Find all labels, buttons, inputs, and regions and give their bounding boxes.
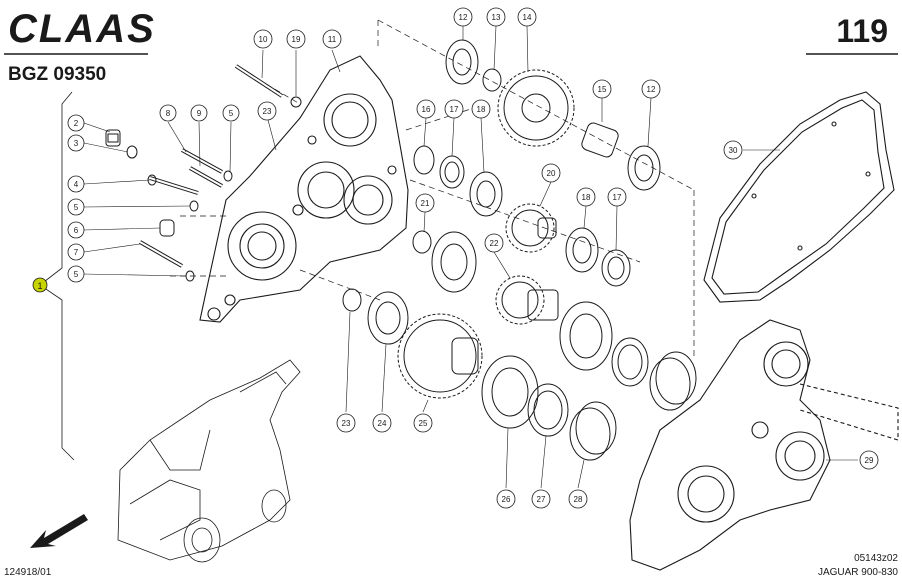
callout-5c-label: 5 — [229, 109, 234, 118]
callout-12a[interactable] — [453, 7, 473, 27]
footer-drawing-code: 05143z02 — [854, 553, 898, 564]
callout-11-label: 11 — [328, 35, 337, 44]
callout-21-label: 21 — [421, 199, 430, 208]
callout-15[interactable] — [592, 79, 612, 99]
callout-7[interactable] — [67, 243, 85, 261]
callout-25-label: 25 — [419, 419, 428, 428]
callout-23a-label: 23 — [263, 107, 272, 116]
footer: 124918/01 05143z02 JAGUAR 900-830 — [4, 553, 898, 578]
callout-15-label: 15 — [598, 85, 607, 94]
callout-5a[interactable] — [67, 198, 85, 216]
callout-30[interactable] — [723, 140, 743, 160]
callout-23a[interactable] — [257, 101, 277, 121]
callout-1-label: 1 — [37, 281, 42, 291]
callout-22[interactable] — [484, 233, 504, 253]
callout-23b-label: 23 — [342, 419, 351, 428]
left-fasteners — [105, 64, 302, 282]
callout-11[interactable] — [322, 29, 342, 49]
callout-5a-label: 5 — [74, 203, 79, 212]
callout-19-label: 19 — [292, 35, 301, 44]
gearbox-housing-left — [199, 55, 409, 323]
callout-18a[interactable] — [471, 99, 491, 119]
callout-8-label: 8 — [166, 109, 171, 118]
footer-doc-id: 124918/01 — [4, 567, 52, 578]
callout-18b[interactable] — [576, 187, 596, 207]
footer-model: JAGUAR 900-830 — [818, 567, 898, 578]
callout-29-label: 29 — [865, 456, 874, 465]
callout-10[interactable] — [253, 29, 273, 49]
callout-2-label: 2 — [74, 119, 79, 128]
callout-5b[interactable] — [67, 265, 85, 283]
callout-13[interactable] — [486, 7, 506, 27]
callout-21[interactable] — [415, 193, 435, 213]
callout-3-label: 3 — [74, 139, 79, 148]
leader-lines — [83, 25, 858, 489]
callout-5c[interactable] — [222, 104, 240, 122]
group-code: BGZ 09350 — [8, 64, 106, 85]
direction-arrow — [30, 514, 88, 548]
callout-18a-label: 18 — [477, 105, 486, 114]
callout-28[interactable] — [568, 489, 588, 509]
callout-16-label: 16 — [422, 105, 431, 114]
callout-4[interactable] — [67, 175, 85, 193]
callout-17b[interactable] — [607, 187, 627, 207]
callout-6-label: 6 — [74, 226, 79, 235]
callout-13-label: 13 — [492, 13, 501, 22]
cover-gasket — [703, 91, 895, 303]
callout-12a-label: 12 — [459, 13, 468, 22]
callout-26-label: 26 — [502, 495, 511, 504]
callout-9-label: 9 — [197, 109, 202, 118]
callout-27-label: 27 — [537, 495, 546, 504]
gear-train — [342, 39, 697, 461]
callout-30-label: 30 — [729, 146, 738, 155]
callout-10-label: 10 — [259, 35, 268, 44]
callout-27[interactable] — [531, 489, 551, 509]
callout-22-label: 22 — [490, 239, 499, 248]
callout-17a[interactable] — [444, 99, 464, 119]
callout-14[interactable] — [517, 7, 537, 27]
callout-20-label: 20 — [547, 169, 556, 178]
header: CLAAS BGZ 09350 119 — [4, 7, 898, 85]
callout-12b[interactable] — [641, 79, 661, 99]
callout-23b[interactable] — [336, 413, 356, 433]
brand-logo: CLAAS — [8, 7, 156, 51]
callout-6[interactable] — [67, 221, 85, 239]
assembly-axes — [170, 19, 695, 360]
callouts: 1 2 3 4 5 6 7 5 8 9 5 10 19 11 23 12 13 … — [32, 7, 879, 509]
harvester-sketch — [117, 359, 301, 563]
callout-4-label: 4 — [74, 180, 79, 189]
callout-18b-label: 18 — [582, 193, 591, 202]
callout-1[interactable] — [32, 277, 48, 293]
callout-8[interactable] — [159, 104, 177, 122]
callout-12b-label: 12 — [647, 85, 656, 94]
callout-28-label: 28 — [574, 495, 583, 504]
gearbox-housing-right — [629, 319, 899, 571]
callout-20[interactable] — [541, 163, 561, 183]
callout-7-label: 7 — [74, 248, 79, 257]
callout-16[interactable] — [416, 99, 436, 119]
callout-24[interactable] — [372, 413, 392, 433]
callout-25[interactable] — [413, 413, 433, 433]
callout-26[interactable] — [496, 489, 516, 509]
callout-17a-label: 17 — [450, 105, 459, 114]
callout-3[interactable] — [67, 134, 85, 152]
callout-17b-label: 17 — [613, 193, 622, 202]
page-number: 119 — [836, 13, 888, 49]
callout-2[interactable] — [67, 114, 85, 132]
callout-29[interactable] — [859, 450, 879, 470]
callout-19[interactable] — [286, 29, 306, 49]
callout-5b-label: 5 — [74, 270, 79, 279]
callout-14-label: 14 — [523, 13, 532, 22]
callout-24-label: 24 — [378, 419, 387, 428]
callout-9[interactable] — [190, 104, 208, 122]
